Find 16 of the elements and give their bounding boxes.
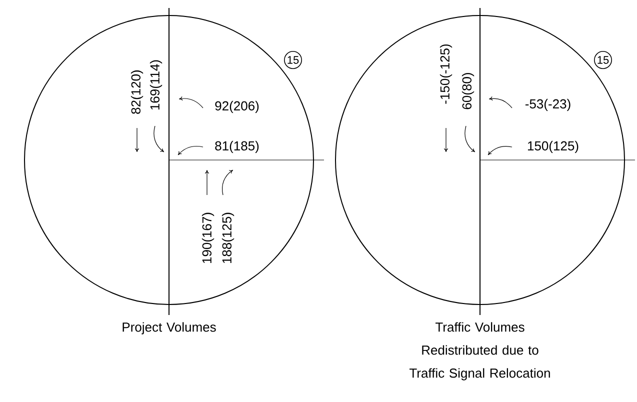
node-label: Traffic Volumes Redistributed due to Traffic Signal Relocation: [410, 322, 550, 380]
volume-label: 169(114): [150, 60, 162, 110]
node-label: Project Volumes: [122, 322, 216, 334]
intersection-circle: [335, 15, 625, 305]
volume-label: -53(-23): [525, 98, 570, 112]
volume-label: 190(167): [202, 212, 214, 264]
volume-label: 81(185): [215, 140, 259, 154]
circled-number: 15: [594, 51, 612, 69]
volume-label: 150(125): [528, 140, 578, 154]
intersection-circle: [24, 15, 314, 305]
volume-label: 60(80): [462, 73, 474, 110]
volume-label: -150(-125): [440, 44, 452, 104]
volume-label: 92(206): [215, 100, 259, 114]
circled-number: 15: [284, 51, 302, 69]
volume-label: 82(120): [130, 70, 144, 114]
volume-label: 188(125): [222, 212, 234, 264]
